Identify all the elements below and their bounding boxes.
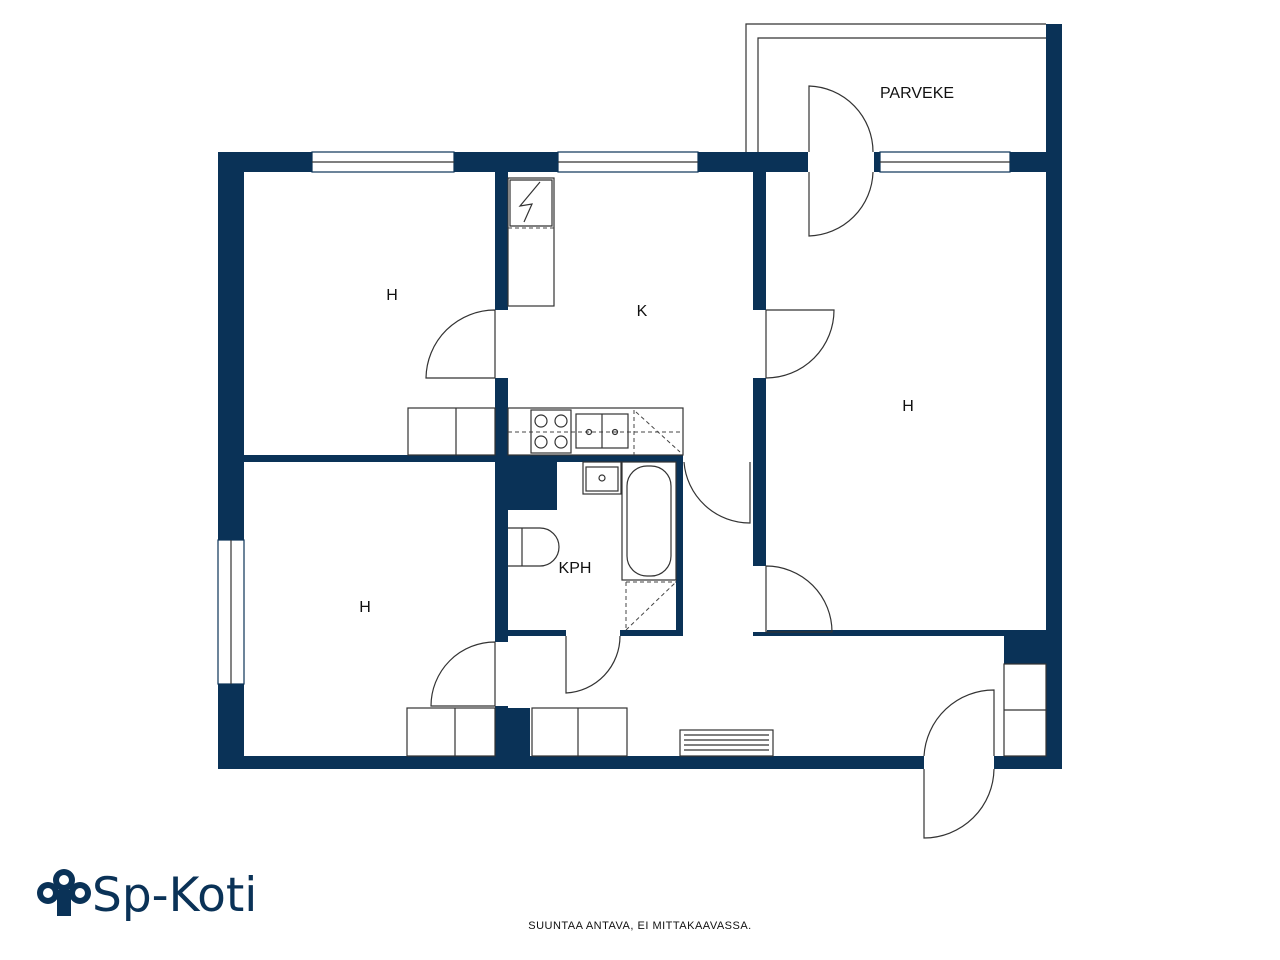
sp-tree-logo-icon xyxy=(37,869,91,916)
room-label-bedroom-top-left: H xyxy=(386,287,398,304)
footer-note: SUUNTAA ANTAVA, EI MITTAKAAVASSA. xyxy=(528,920,752,932)
windows xyxy=(217,151,1011,685)
walls xyxy=(218,152,1062,769)
room-label-bedroom-right: H xyxy=(902,398,914,415)
doors xyxy=(425,85,995,839)
fixtures xyxy=(406,177,1047,757)
room-label-bedroom-bottom-left: H xyxy=(359,599,371,616)
room-label-kitchen: K xyxy=(637,303,648,320)
room-label-bathroom: KPH xyxy=(559,560,592,577)
room-label-balcony: PARVEKE xyxy=(880,85,954,102)
logo-text: Sp-Koti xyxy=(92,868,258,923)
balcony xyxy=(745,23,1062,172)
